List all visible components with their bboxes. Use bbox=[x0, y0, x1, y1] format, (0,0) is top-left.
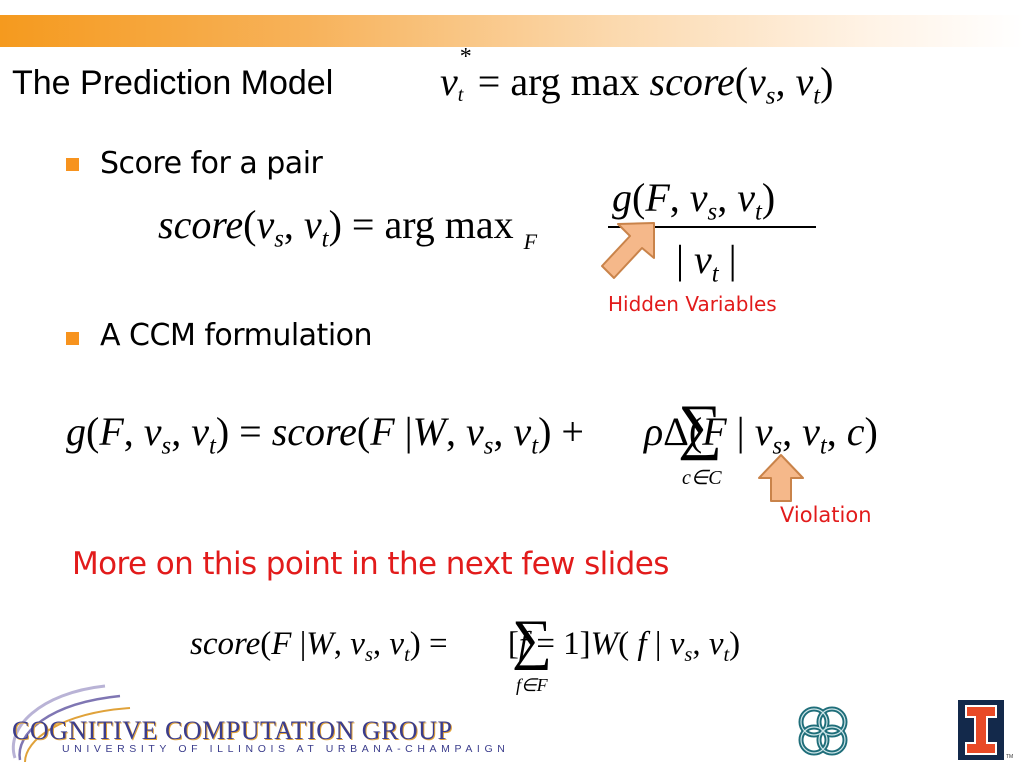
hidden-variables-arrow-icon bbox=[601, 222, 655, 279]
bullet-score-for-a-pair: Score for a pair bbox=[100, 146, 323, 181]
bullet-marker bbox=[66, 332, 79, 345]
ccg-swoosh-logo bbox=[11, 684, 131, 763]
trademark-mark: TM bbox=[1006, 754, 1014, 760]
header-equation: v*t= arg max score(vs, vt) bbox=[440, 44, 834, 110]
illinois-block-i-logo bbox=[958, 700, 1004, 760]
bottom-equation: score(F |W, vs, vt) = [f = 1]W( f | vs, … bbox=[190, 626, 741, 667]
bullet-marker bbox=[66, 158, 79, 171]
bottom-sum-symbol: ∑ bbox=[512, 609, 552, 671]
group-name: COGNITIVE COMPUTATION GROUP bbox=[12, 716, 453, 745]
slide-title: The Prediction Model bbox=[12, 64, 334, 102]
violation-label: Violation bbox=[780, 503, 872, 527]
bullet-ccm-formulation: A CCM formulation bbox=[100, 318, 373, 353]
ccm-equation: g(F, vs, vt) = score(F |W, vs, vt) + ρΔ(… bbox=[66, 409, 878, 460]
ccm-sum-symbol: ∑ bbox=[678, 393, 723, 461]
ccm-sum-subscript: c∈C bbox=[682, 467, 722, 489]
university-name: UNIVERSITY OF ILLINOIS AT URBANA-CHAMPAI… bbox=[62, 743, 510, 755]
score-equation: score(vs, vt) = arg max F bbox=[158, 202, 538, 254]
hidden-variables-label: Hidden Variables bbox=[608, 292, 777, 316]
header-gradient-bar bbox=[0, 15, 1024, 47]
bottom-sum-subscript: f∈F bbox=[516, 675, 548, 695]
fraction-numerator: g(F, vs, vt) bbox=[612, 175, 776, 226]
violation-arrow-icon bbox=[758, 454, 804, 502]
knot-emblem-logo bbox=[798, 706, 848, 756]
fraction-denominator: | vt | bbox=[676, 237, 737, 288]
fraction-bar bbox=[608, 226, 816, 228]
more-note: More on this point in the next few slide… bbox=[72, 546, 669, 582]
